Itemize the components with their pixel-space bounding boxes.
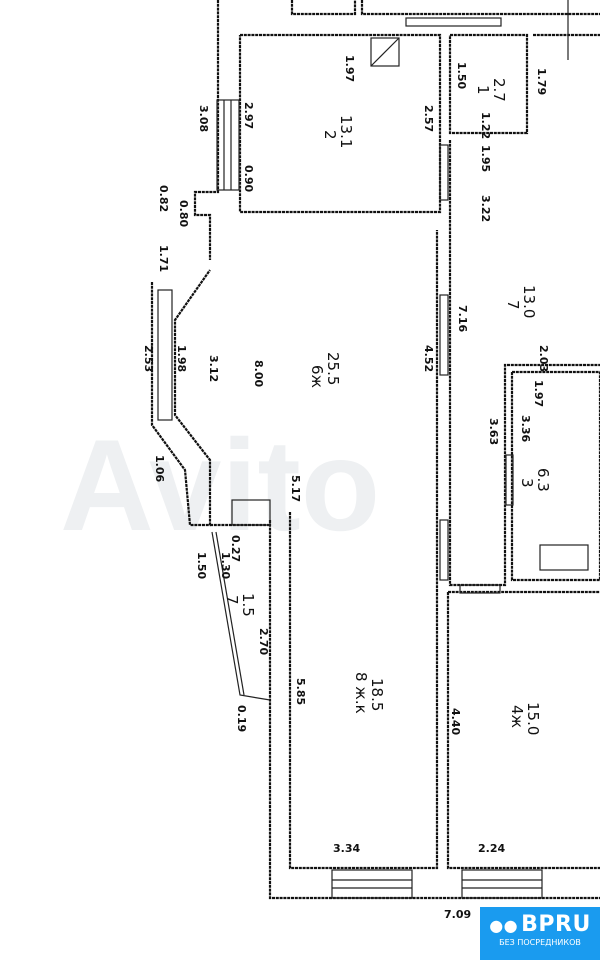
dimension: 1.71 [157, 245, 170, 272]
dimension: 1.06 [153, 455, 166, 482]
people-icon: ●● [489, 916, 519, 935]
dimension: 1.22 [479, 112, 492, 139]
dimension: 0.82 [157, 185, 170, 212]
dimension: 1.79 [535, 68, 548, 95]
dimension: 1.50 [455, 62, 468, 89]
logo-tagline: БЕЗ ПОСРЕДНИКОВ [499, 938, 581, 947]
room-area: 15.0 [524, 702, 542, 735]
walls [150, 0, 600, 900]
room-number: 6ж [308, 365, 326, 388]
watermark: Avito [60, 412, 380, 558]
dimension: 2.70 [257, 628, 270, 655]
dimension: 3.22 [479, 195, 492, 222]
dimension: 7.16 [456, 305, 469, 332]
dimension-labels: 1.97 3.08 2.97 2.57 0.90 0.82 0.80 1.71 … [142, 55, 550, 921]
room-number: 7 [504, 300, 522, 310]
dimension: 4.40 [449, 708, 462, 735]
dimension: 0.80 [177, 200, 190, 227]
room-number: 2 [321, 130, 339, 140]
dimension: 1.97 [532, 380, 545, 407]
room-area: 13.1 [337, 115, 355, 148]
bpru-logo[interactable]: ●●BPRU БЕЗ ПОСРЕДНИКОВ [480, 907, 600, 960]
dimension: 2.97 [242, 102, 255, 129]
room-number: 3 [518, 478, 536, 488]
dimension: 1.50 [195, 552, 208, 579]
dimension: 7.09 [444, 908, 471, 921]
room-number: 8 ж.к [352, 672, 370, 714]
room-labels: 2 13.1 1 2.7 7 13.0 6ж 25.5 3 6.3 7 1.5 … [223, 78, 552, 735]
room-area: 1.5 [239, 593, 257, 617]
dimension: 1.98 [175, 345, 188, 372]
dimension: 3.12 [207, 355, 220, 382]
dimension: 1.30 [219, 552, 232, 579]
room-area: 25.5 [324, 352, 342, 385]
room-area: 13.0 [520, 285, 538, 318]
dimension: 5.17 [289, 475, 302, 502]
room-area: 18.5 [368, 678, 386, 711]
dimension: 2.24 [478, 842, 505, 855]
dimension: 3.36 [519, 415, 532, 442]
room-area: 2.7 [490, 78, 508, 102]
dimension: 4.52 [422, 345, 435, 372]
room-number: 1 [474, 85, 492, 95]
dimension: 1.97 [343, 55, 356, 82]
dimension: 0.90 [242, 165, 255, 192]
dimension: 1.95 [479, 145, 492, 172]
dimension: 2.57 [422, 105, 435, 132]
dimension: 5.85 [294, 678, 307, 705]
logo-brand: BPRU [521, 912, 591, 937]
dimension: 0.19 [235, 705, 248, 732]
room-number: 7 [223, 595, 241, 605]
dimension: 3.08 [197, 105, 210, 132]
dimension: 0.27 [229, 535, 242, 562]
room-number: 4ж [508, 705, 526, 728]
dimension: 8.00 [252, 360, 265, 387]
dimension: 2.53 [142, 345, 155, 372]
dimension: 3.63 [487, 418, 500, 445]
dimension: 2.03 [537, 345, 550, 372]
dimension: 3.34 [333, 842, 360, 855]
room-area: 6.3 [534, 468, 552, 492]
